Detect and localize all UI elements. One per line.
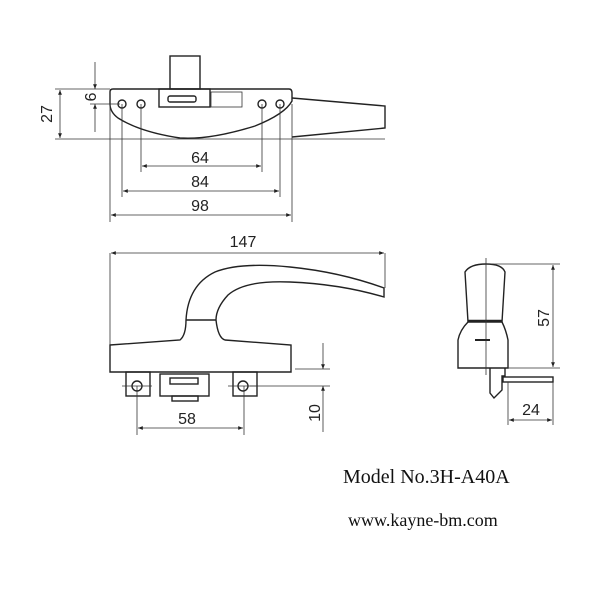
spindle-side xyxy=(489,368,506,400)
dim-64: 64 xyxy=(191,150,209,167)
mount-right xyxy=(232,371,258,397)
dim-57: 57 xyxy=(536,309,553,327)
top-view: 27 9 64 84 98 xyxy=(39,55,386,222)
latch xyxy=(210,91,243,108)
mount-left xyxy=(125,371,151,397)
slot xyxy=(158,88,211,108)
spindle-bar xyxy=(502,376,554,383)
dim-10: 10 xyxy=(307,404,324,422)
rose xyxy=(457,321,509,369)
side-view: 57 24 xyxy=(457,258,560,425)
latch-body xyxy=(159,373,210,397)
lever xyxy=(291,97,386,138)
spindle xyxy=(169,55,201,90)
handle xyxy=(109,264,385,373)
dim-9: 9 xyxy=(81,93,98,102)
dim-147: 147 xyxy=(230,234,257,251)
front-view: 147 58 10 xyxy=(109,234,386,435)
website-url: www.kayne-bm.com xyxy=(348,510,498,530)
knob xyxy=(464,263,506,323)
dim-58: 58 xyxy=(178,411,196,428)
latch-slot xyxy=(169,377,199,385)
dim-98: 98 xyxy=(191,198,209,215)
dim-24: 24 xyxy=(522,402,540,419)
model-number: Model No.3H-A40A xyxy=(343,466,510,488)
dim-84: 84 xyxy=(191,174,209,191)
slot-inner xyxy=(167,95,197,103)
base-plate xyxy=(109,88,293,139)
dim-27: 27 xyxy=(39,105,56,123)
